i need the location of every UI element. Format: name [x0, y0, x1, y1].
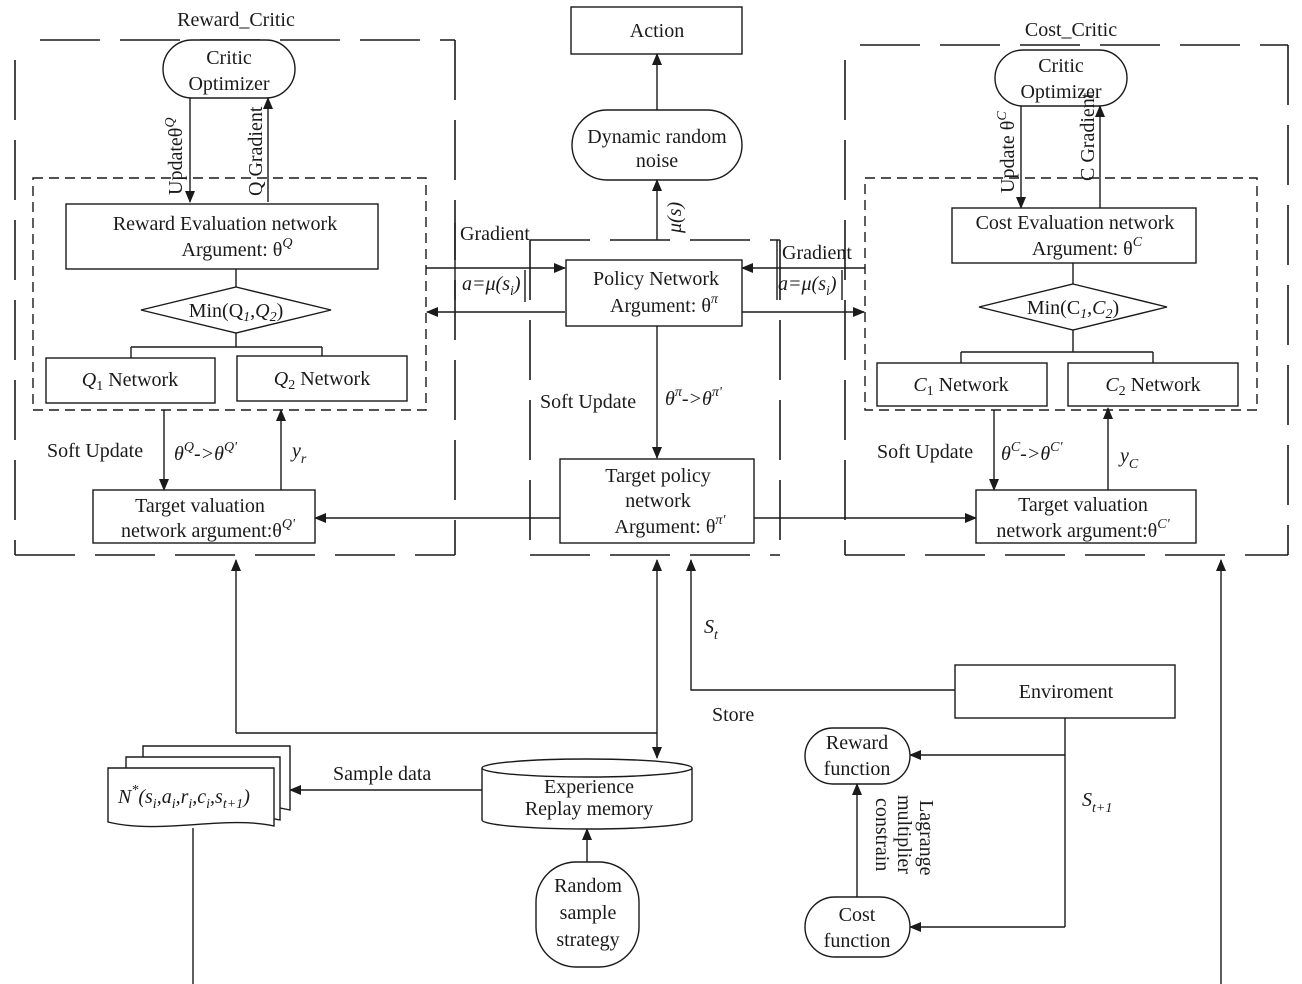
noise-line2: noise — [636, 150, 678, 172]
q1-network-label: Q1 Network — [82, 369, 178, 394]
cost-evaluation-network — [951, 207, 1197, 264]
reward-gradient-label: Q Gradient — [245, 106, 267, 196]
noise-line1: Dynamic random — [587, 126, 727, 148]
reward-critic-title: Reward_Critic — [177, 9, 295, 31]
gradient-left-label: Gradient — [460, 223, 530, 245]
reward-evaluation-line1: Reward Evaluation network — [113, 213, 337, 235]
cost-critic-optimizer — [994, 49, 1128, 107]
policy-network-line1: Policy Network — [593, 268, 719, 290]
reward-function-line2: function — [824, 758, 891, 780]
q2-network-box — [236, 355, 408, 402]
c2-network-label: C2 Network — [1105, 374, 1200, 399]
cost-evaluation-region — [864, 177, 1258, 411]
environment-label: Enviroment — [1019, 681, 1114, 703]
strategy-line1: Random — [554, 875, 622, 897]
cost-target-line1: Target valuation — [1018, 494, 1148, 516]
reward-theta-update: θQ->θQ' — [174, 440, 238, 465]
reward-evaluation-region — [32, 177, 427, 411]
cost-critic-region — [844, 44, 1289, 556]
q2-network-label: Q2 Network — [274, 368, 370, 393]
reward-critic-optimizer-line2: Optimizer — [188, 73, 269, 95]
target-policy-network — [559, 458, 755, 544]
cost-function-line1: Cost — [839, 904, 876, 926]
action-right-label: a=μ(si) — [778, 273, 837, 299]
random-sample-strategy — [535, 861, 640, 968]
cost-critic-title: Cost_Critic — [1025, 19, 1117, 41]
policy-theta-update: θπ->θπ' — [665, 385, 723, 410]
q1-network-box — [45, 357, 216, 404]
mu-label: μ(s) — [664, 202, 686, 234]
cost-evaluation-line2: Argument: θC — [1032, 235, 1143, 260]
strategy-line3: strategy — [556, 929, 619, 951]
policy-soft-update-label: Soft Update — [540, 391, 636, 413]
cost-function-line2: function — [824, 930, 891, 952]
cost-y-label: yC — [1118, 445, 1139, 472]
experience-line1: Experience — [544, 776, 634, 798]
c1-network-box — [876, 362, 1048, 407]
environment-box — [954, 664, 1176, 719]
c1-network-label: C1 Network — [913, 374, 1008, 399]
action-left-label: a=μ(si) — [462, 273, 521, 299]
store-label: Store — [712, 704, 754, 726]
reward-soft-update-label: Soft Update — [47, 440, 143, 462]
cost-target-valuation-network — [975, 489, 1197, 544]
gradient-right-label: Gradient — [782, 242, 852, 264]
cost-critic-optimizer-line1: Critic — [1038, 55, 1084, 77]
reward-target-valuation-network — [92, 489, 316, 544]
lagrange-label: Lagrange multiplier constrain — [871, 795, 937, 876]
reward-critic-optimizer — [162, 39, 296, 99]
target-policy-line3: Argument: θπ' — [615, 513, 727, 538]
cost-theta-update: θC->θC' — [1001, 440, 1063, 465]
c2-network-box — [1067, 362, 1239, 407]
experience-replay-memory: Experience Replay memory — [481, 758, 693, 830]
policy-network — [565, 259, 743, 327]
reward-y-label: yr — [290, 440, 307, 467]
cost-gradient-label: C Gradient — [1077, 92, 1099, 181]
reward-target-line2: network argument:θQ' — [121, 517, 296, 542]
policy-network-line2: Argument: θπ — [610, 292, 719, 317]
reward-evaluation-network — [65, 203, 379, 270]
cost-critic-optimizer-line2: Optimizer — [1020, 81, 1101, 103]
cost-soft-update-label: Soft Update — [877, 441, 973, 463]
cost-target-line2: network argument:θC' — [996, 517, 1170, 542]
policy-region — [529, 239, 781, 556]
reward-function-line1: Reward — [826, 732, 888, 754]
target-policy-line2: network — [625, 490, 691, 512]
reward-target-line1: Target valuation — [135, 495, 265, 517]
cost-update-label: Update θC — [995, 111, 1019, 193]
next-state-label: St+1 — [1082, 789, 1112, 816]
batch-label: N*(si,ai,ri,ci,st+1) — [117, 783, 250, 812]
reward-update-label: UpdateθQ — [163, 118, 187, 195]
mini-batch-documents: N*(si,ai,ri,ci,st+1) — [107, 745, 291, 828]
reward-evaluation-line2: Argument: θQ — [182, 236, 293, 261]
cost-min-label: Min(C1,C2) — [1027, 297, 1119, 322]
action-label: Action — [630, 20, 684, 42]
sample-data-label: Sample data — [333, 763, 431, 785]
svg-text:constrain: constrain — [871, 798, 893, 871]
experience-line2: Replay memory — [525, 798, 653, 820]
cost-evaluation-line1: Cost Evaluation network — [976, 212, 1175, 234]
reward-min-label: Min(Q1,Q2) — [189, 300, 284, 325]
target-policy-line1: Target policy — [605, 465, 710, 487]
strategy-line2: sample — [560, 902, 617, 924]
svg-text:Lagrange: Lagrange — [915, 800, 937, 876]
reward-critic-optimizer-line1: Critic — [206, 47, 252, 69]
svg-text:multiplier: multiplier — [893, 795, 915, 874]
state-label: St — [704, 616, 719, 643]
